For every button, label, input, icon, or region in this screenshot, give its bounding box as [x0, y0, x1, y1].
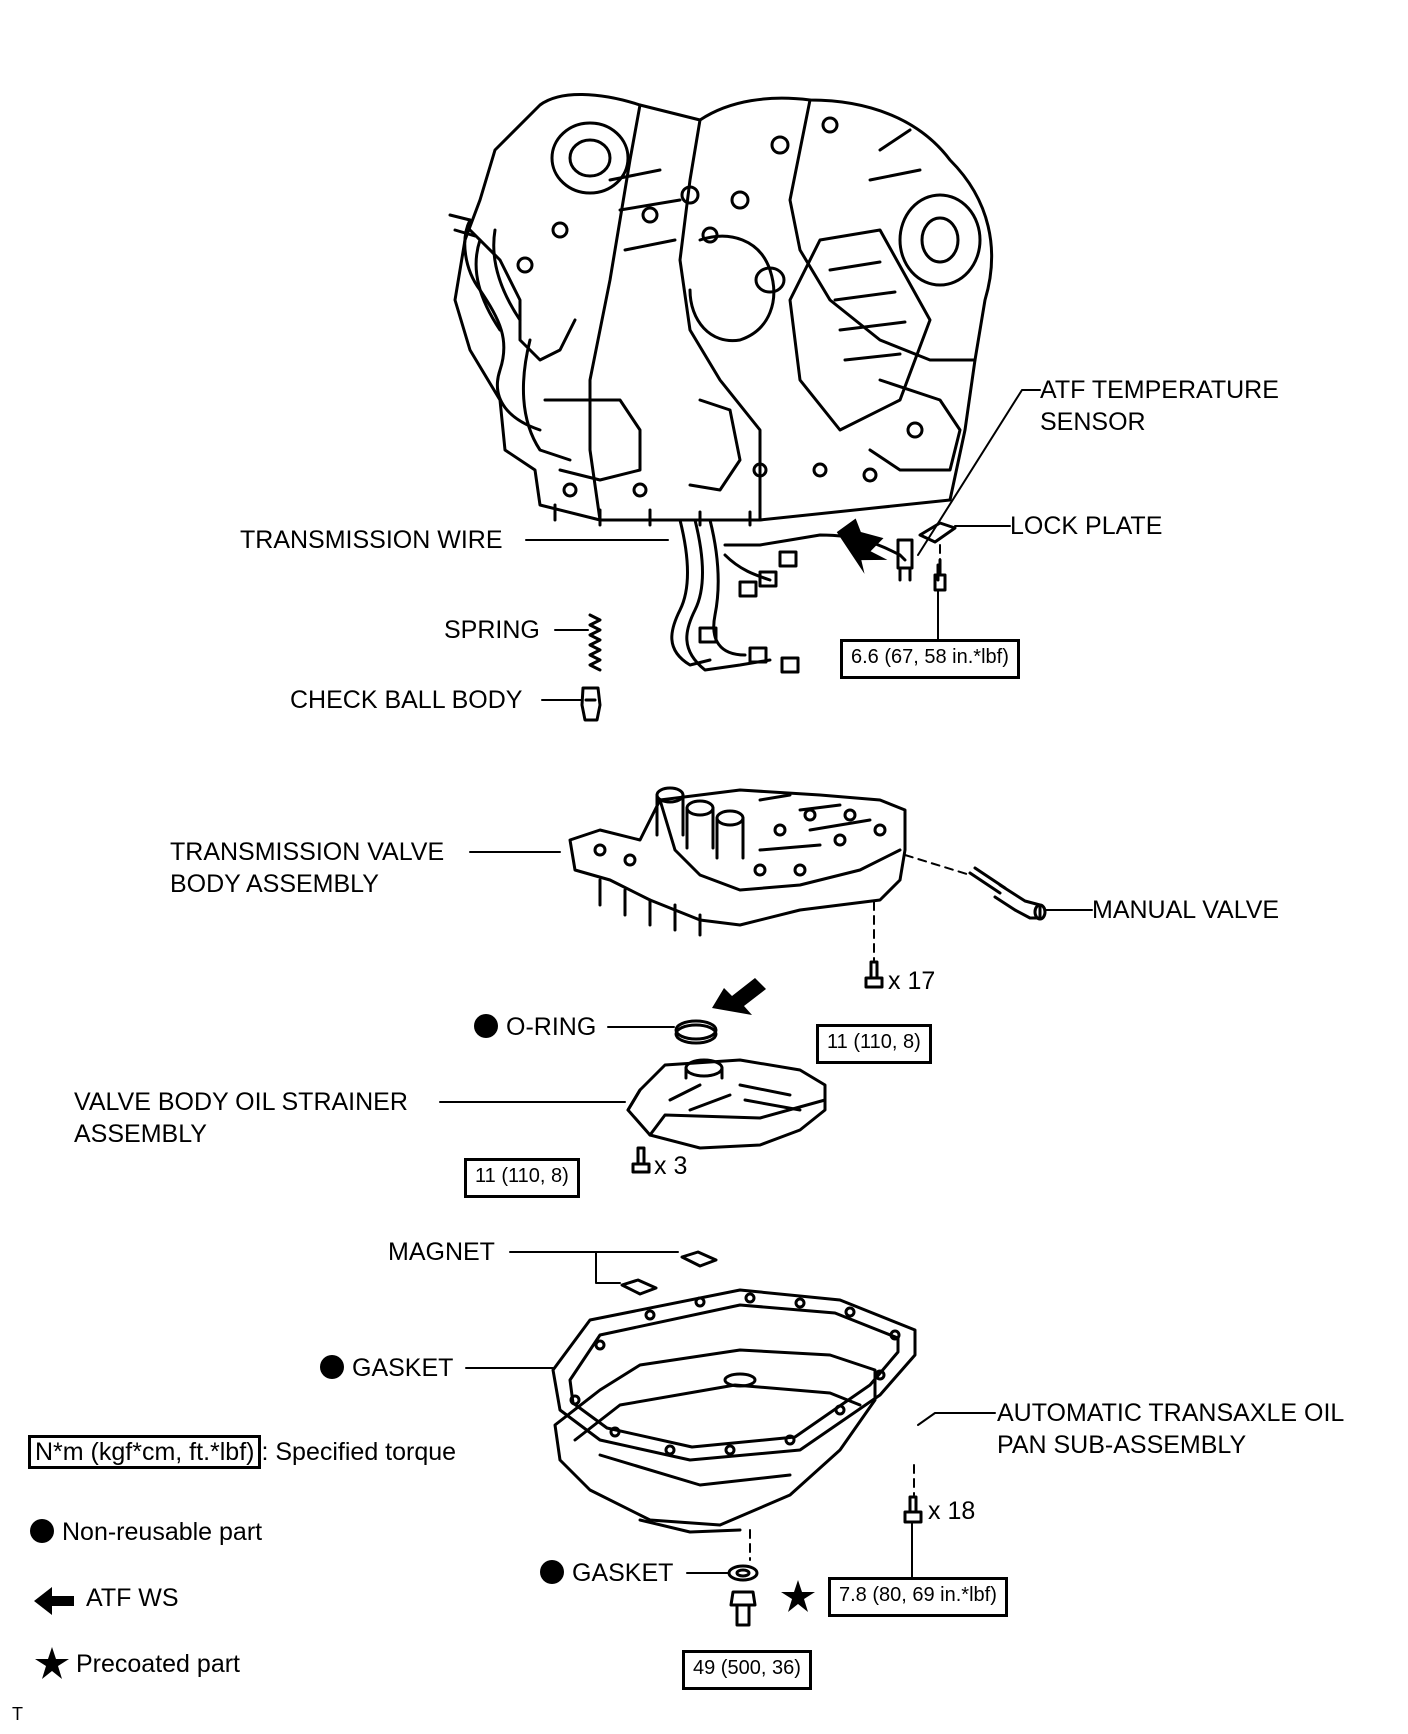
legend-torque: N*m (kgf*cm, ft.*lbf): Specified torque [28, 1435, 457, 1469]
label-transmission-valve-body: TRANSMISSION VALVE BODY ASSEMBLY [170, 836, 444, 900]
qty-valve-body-bolts: x 17 [888, 967, 936, 995]
qty-pan-bolts: x 18 [928, 1497, 976, 1525]
label-text: GASKET [572, 1559, 674, 1587]
leader-lines [439, 389, 1093, 1579]
label-atf-temperature-sensor: ATF TEMPERATURE SENSOR [1040, 374, 1279, 438]
atf-ws-arrow-icon [34, 1587, 74, 1615]
torque-valve-body-bolts: 11 (110, 8) [816, 1024, 932, 1064]
label-transmission-wire: TRANSMISSION WIRE [240, 526, 503, 554]
atf-temperature-sensor-illustration [896, 521, 957, 592]
atf-ws-arrow-icon [712, 978, 766, 1015]
label-text: O-RING [506, 1013, 597, 1041]
non-reusable-dot-icon [474, 1014, 498, 1038]
star-icon [35, 1647, 69, 1679]
label-valve-body-oil-strainer: VALVE BODY OIL STRAINER ASSEMBLY [74, 1086, 408, 1150]
torque-drain-plug: 49 (500, 36) [682, 1650, 812, 1690]
star-icon [781, 1580, 815, 1612]
legend-text: Non-reusable part [62, 1518, 263, 1546]
legend-non-reusable: Non-reusable part [30, 1516, 262, 1548]
magnet-illustration [620, 1250, 718, 1296]
legend-torque-text: : Specified torque [261, 1438, 457, 1466]
label-gasket-pan: GASKET [320, 1352, 453, 1384]
label-lock-plate: LOCK PLATE [1010, 512, 1163, 540]
manual-valve-illustration [968, 866, 1047, 921]
drain-plug-illustration [727, 1564, 759, 1627]
torque-pan-bolts: 7.8 (80, 69 in.*lbf) [828, 1577, 1008, 1617]
oil-strainer-illustration [626, 1058, 827, 1150]
non-reusable-dot-icon [320, 1355, 344, 1379]
label-line: VALVE BODY OIL STRAINER [74, 1088, 408, 1116]
torque-sensor-bolt: 6.6 (67, 58 in.*lbf) [840, 639, 1020, 679]
torque-strainer-bolts: 11 (110, 8) [464, 1158, 580, 1198]
label-line: BODY ASSEMBLY [170, 870, 379, 898]
transaxle-case-illustration [448, 93, 994, 527]
dashed-alignment-lines [749, 544, 971, 1561]
oil-pan-illustration [553, 1348, 877, 1534]
label-check-ball-body: CHECK BALL BODY [290, 686, 523, 714]
label-line: PAN SUB-ASSEMBLY [997, 1431, 1247, 1459]
pan-gasket-illustration [551, 1288, 917, 1462]
non-reusable-dot-icon [540, 1560, 564, 1584]
label-line: TRANSMISSION VALVE [170, 838, 445, 866]
qty-strainer-bolts: x 3 [654, 1152, 688, 1180]
non-reusable-dot-icon [30, 1519, 54, 1543]
spring-illustration [588, 613, 602, 672]
label-line: ATF TEMPERATURE [1040, 376, 1279, 404]
label-gasket-plug: GASKET [540, 1557, 673, 1589]
label-line: SENSOR [1040, 408, 1146, 436]
corner-mark: T [12, 1704, 23, 1724]
label-oil-pan: AUTOMATIC TRANSAXLE OIL PAN SUB-ASSEMBLY [997, 1397, 1344, 1461]
label-magnet: MAGNET [388, 1238, 495, 1266]
legend-torque-unit: N*m (kgf*cm, ft.*lbf) [28, 1435, 262, 1469]
atf-ws-arrow-icon [836, 518, 888, 574]
label-line: AUTOMATIC TRANSAXLE OIL [997, 1399, 1345, 1427]
o-ring-illustration [674, 1019, 718, 1045]
label-o-ring: O-RING [474, 1011, 596, 1043]
bolt-illustrations [631, 563, 940, 1524]
legend-precoated: Precoated part [76, 1650, 240, 1678]
label-line: ASSEMBLY [74, 1120, 207, 1148]
label-manual-valve: MANUAL VALVE [1092, 896, 1280, 924]
valve-body-illustration [568, 786, 907, 937]
check-ball-body-illustration [580, 686, 602, 722]
label-spring: SPRING [444, 616, 540, 644]
label-text: GASKET [352, 1354, 454, 1382]
legend-atf-ws: ATF WS [86, 1584, 179, 1612]
